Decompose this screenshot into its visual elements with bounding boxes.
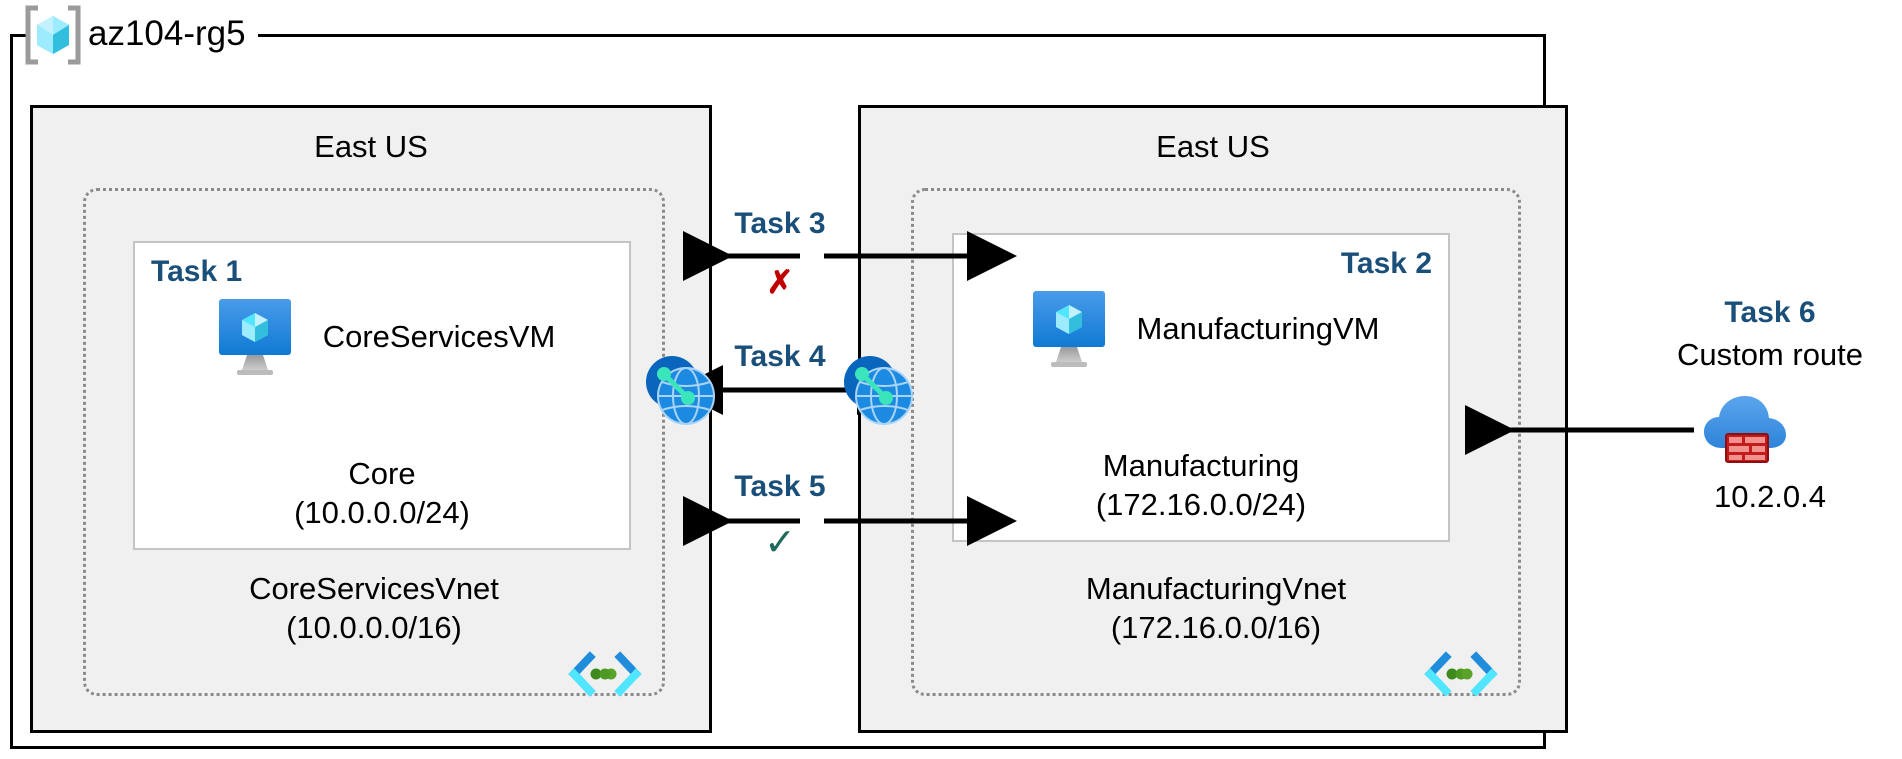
subnet-manufacturing: Task 2 bbox=[952, 233, 1450, 542]
task-5-label: Task 5 bbox=[734, 470, 826, 503]
virtual-machine-icon bbox=[218, 299, 291, 375]
task-5-status-mark: ✓ bbox=[764, 522, 796, 564]
task-4-label: Task 4 bbox=[734, 340, 826, 373]
subnet-name-core: Core bbox=[348, 456, 416, 491]
vnet-cidr-coreservices: (10.0.0.0/16) bbox=[286, 610, 462, 645]
resource-group-title: az104-rg5 bbox=[88, 14, 246, 53]
subnet-core: Task 1 bbox=[133, 241, 631, 550]
vnet-cidr-manufacturing: (172.16.0.0/16) bbox=[1110, 610, 1322, 645]
firewall-ip-address: 10.2.0.4 bbox=[1713, 479, 1827, 514]
custom-route-title: Custom route bbox=[1676, 337, 1864, 372]
resource-group-border-top-right bbox=[258, 34, 1546, 37]
subnet-label-manufacturing: Manufacturing (172.16.0.0/24) bbox=[954, 446, 1448, 524]
task-2-badge: Task 2 bbox=[1340, 247, 1432, 280]
resource-group-cube-icon bbox=[25, 5, 81, 65]
vnet-label-coreservices: CoreServicesVnet (10.0.0.0/16) bbox=[86, 569, 662, 647]
subnet-label-core: Core (10.0.0.0/24) bbox=[135, 454, 629, 532]
vnet-icon bbox=[1424, 651, 1498, 697]
subnet-cidr-core: (10.0.0.0/24) bbox=[294, 495, 470, 530]
resource-group-border-bottom bbox=[10, 746, 1546, 749]
vm-name-manufacturing: ManufacturingVM bbox=[1136, 311, 1380, 346]
vnet-peering-icon bbox=[844, 356, 913, 425]
vnet-peering-icon bbox=[646, 356, 715, 425]
virtual-machine-icon bbox=[1032, 291, 1105, 367]
region-label-left: East US bbox=[314, 129, 428, 164]
vnet-manufacturing: Task 2 bbox=[911, 188, 1521, 697]
task-3-label: Task 3 bbox=[734, 207, 826, 240]
region-label-right: East US bbox=[1156, 129, 1270, 164]
vnet-icon bbox=[568, 651, 642, 697]
vnet-name-coreservices: CoreServicesVnet bbox=[249, 571, 499, 606]
subnet-name-manufacturing: Manufacturing bbox=[1102, 448, 1300, 483]
task-3-status-mark: ✗ bbox=[766, 264, 794, 300]
azure-firewall-cloud-icon bbox=[1704, 396, 1786, 463]
region-east-us-right: East US Task 2 bbox=[858, 105, 1568, 733]
subnet-cidr-manufacturing: (172.16.0.0/24) bbox=[1095, 487, 1307, 522]
vm-row-core: CoreServicesVM bbox=[135, 295, 629, 379]
vnet-coreservices: Task 1 bbox=[83, 188, 665, 697]
vm-row-manufacturing: ManufacturingVM bbox=[954, 287, 1448, 371]
vm-name-core: CoreServicesVM bbox=[322, 319, 556, 354]
task-1-badge: Task 1 bbox=[151, 255, 243, 288]
resource-group-border-left bbox=[10, 34, 13, 749]
vnet-name-manufacturing: ManufacturingVnet bbox=[1085, 571, 1347, 606]
task-6-label: Task 6 bbox=[1724, 296, 1816, 329]
resource-group-border-top-left bbox=[10, 34, 30, 37]
region-east-us-left: East US Task 1 bbox=[30, 105, 712, 733]
vnet-label-manufacturing: ManufacturingVnet (172.16.0.0/16) bbox=[914, 569, 1518, 647]
